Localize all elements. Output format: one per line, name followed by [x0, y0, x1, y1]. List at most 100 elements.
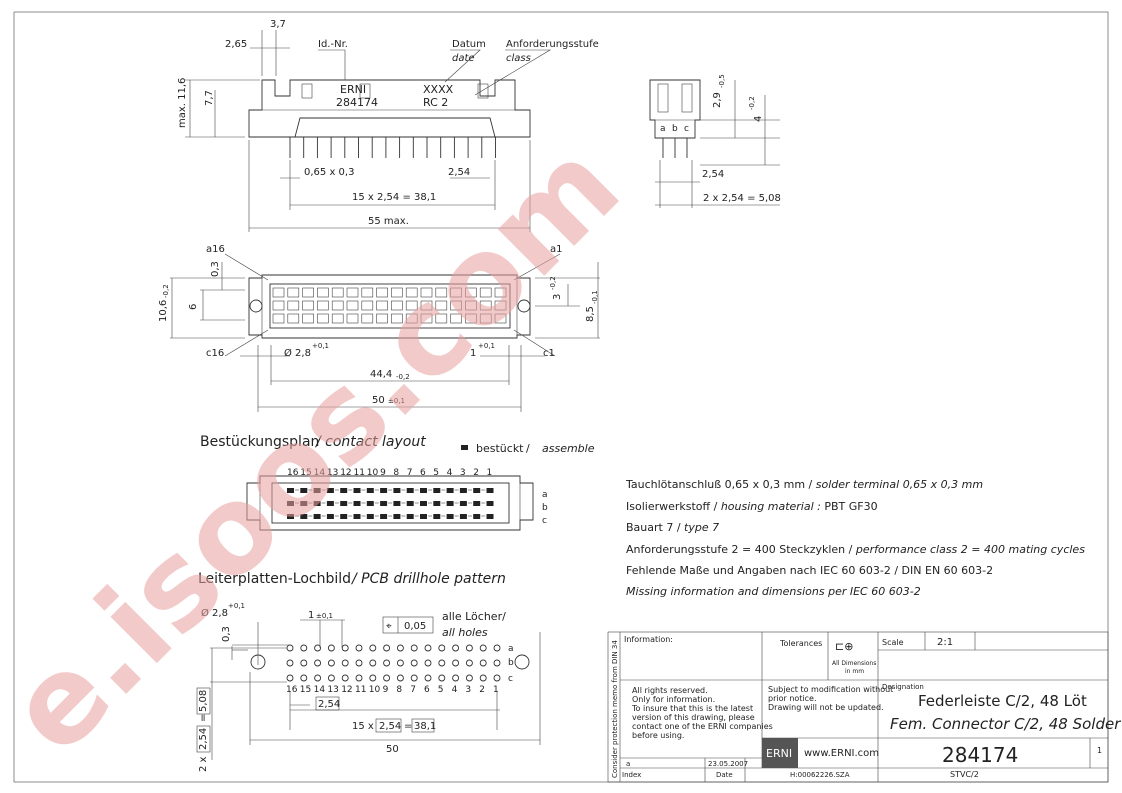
assembled-contact: [340, 514, 348, 519]
dim-max-11-6: max. 11,6: [177, 78, 188, 128]
drill-hole: [424, 644, 432, 652]
part-number: 284174: [942, 743, 1018, 767]
drill-hole: [300, 659, 308, 667]
drill-col-number: 14: [314, 685, 326, 695]
assembled-contact: [420, 501, 427, 506]
scale-label: Scale: [882, 638, 904, 647]
contact-cell: [317, 300, 329, 311]
contact-cell: [420, 287, 433, 298]
drill-col-number: 3: [465, 685, 471, 695]
contact-cell: [331, 287, 344, 298]
drill-alle-en: all holes: [442, 626, 488, 639]
layout-col-number: 6: [420, 468, 426, 478]
drill-hole: [300, 644, 308, 652]
top-dim-hole: Ø 2,8: [284, 347, 311, 359]
contact-cell: [450, 300, 462, 311]
rights-line-5: contact one of the ERNI companies: [632, 722, 773, 731]
assembled-contact: [287, 514, 294, 519]
contact-cell: [361, 300, 374, 311]
drill-col-number: 6: [424, 685, 430, 695]
brand-logo: ERNI: [766, 747, 792, 760]
drill-title: Leiterplatten-Lochbild: [198, 571, 351, 587]
drill-hole: [369, 674, 377, 682]
in-mm-label: in mm: [845, 668, 864, 675]
contact-cell: [287, 313, 300, 324]
drill-hole: [396, 644, 404, 652]
assembled-contact: [433, 501, 441, 506]
drill-hole: [341, 674, 349, 682]
label-datum: Datum: [452, 39, 486, 50]
side-dim-2-9: 2,9: [712, 92, 723, 108]
assembled-contact: [300, 514, 308, 519]
drill-hole: [355, 674, 363, 682]
drill-hole: [286, 659, 294, 667]
side-row-a: a: [660, 124, 666, 134]
contact-cell: [302, 300, 314, 311]
side-dim-4: 4: [753, 116, 764, 122]
drill-col-number: 13: [327, 685, 338, 695]
drill-col-number: 4: [452, 685, 458, 695]
marking-part: 284174: [336, 96, 378, 109]
dim-span: 15 x 2,54 = 38,1: [352, 192, 436, 203]
legend-de: bestückt: [476, 442, 524, 455]
contact-cell: [450, 313, 462, 324]
assembled-contact: [406, 488, 414, 493]
title-block: Consider protection memo from DIN 34 Inf…: [607, 631, 1121, 783]
drill-hole: [286, 674, 294, 682]
layout-col-number: 7: [407, 468, 413, 478]
contact-cell: [391, 300, 403, 311]
layout-col-number: 2: [473, 468, 479, 478]
website-link[interactable]: www.ERNI.com: [804, 748, 879, 759]
rights-line-4: version of this drawing, please: [632, 713, 755, 722]
side-dim-2-9-tol: -0,5: [718, 74, 726, 88]
contact-cell: [405, 300, 418, 311]
layout-col-number: 13: [327, 468, 338, 478]
assembled-contact: [313, 488, 321, 493]
contact-cell: [479, 313, 492, 324]
drill-col-number: 10: [369, 685, 381, 695]
designation-de: Federleiste C/2, 48 Löt: [918, 692, 1087, 710]
drill-hole: [465, 644, 473, 652]
drill-col-number: 5: [438, 685, 444, 695]
assembled-contact: [340, 501, 348, 506]
drill-hole: [396, 659, 404, 667]
top-dim-3-tol: -0,2: [549, 276, 557, 290]
assembled-contact: [380, 514, 388, 519]
spec-2-en: housing material :: [721, 500, 821, 513]
dim-width: 55 max.: [368, 216, 409, 227]
corner-a1: a1: [550, 244, 563, 255]
assembled-contact: [300, 501, 308, 506]
assembled-contact: [340, 488, 348, 493]
drill-col-number: 9: [383, 685, 389, 695]
drill-hole: [355, 644, 363, 652]
drill-dim-1: 1: [308, 610, 314, 621]
drill-pattern: Leiterplatten-Lochbild / PCB drillhole p…: [196, 571, 541, 772]
drill-dim-50: 50: [386, 744, 399, 755]
assembled-contact: [366, 514, 374, 519]
subject-line-3: Drawing will not be updated.: [768, 703, 884, 712]
corner-a16: a16: [206, 244, 225, 255]
contact-cell: [331, 313, 344, 324]
assembled-contact: [313, 501, 321, 506]
layout-row-c: c: [542, 516, 547, 526]
top-dim-8-5: 8,5: [585, 306, 596, 322]
layout-row-b: b: [542, 503, 548, 513]
assembled-contact: [393, 501, 401, 506]
legend-square: [461, 445, 468, 450]
label-class: class: [506, 53, 531, 64]
drill-dim-hole: Ø 2,8: [201, 607, 228, 619]
contact-cell: [435, 313, 448, 324]
assembled-contact: [486, 488, 494, 493]
assembled-contact: [446, 488, 454, 493]
drill-alle-de: alle Löcher/: [442, 610, 506, 623]
layout-col-number: 8: [393, 468, 399, 478]
drill-hole: [327, 644, 335, 652]
assembled-contact: [380, 501, 388, 506]
drill-row-c: c: [508, 674, 513, 684]
drill-col-number: 1: [493, 685, 499, 695]
spec-4-en: performance class 2 = 400 mating cycles: [855, 543, 1085, 556]
drill-col-number: 12: [341, 685, 352, 695]
contact-cell: [479, 300, 492, 311]
drill-hole: [493, 659, 501, 667]
drill-tolerance: 0,05: [404, 621, 426, 632]
